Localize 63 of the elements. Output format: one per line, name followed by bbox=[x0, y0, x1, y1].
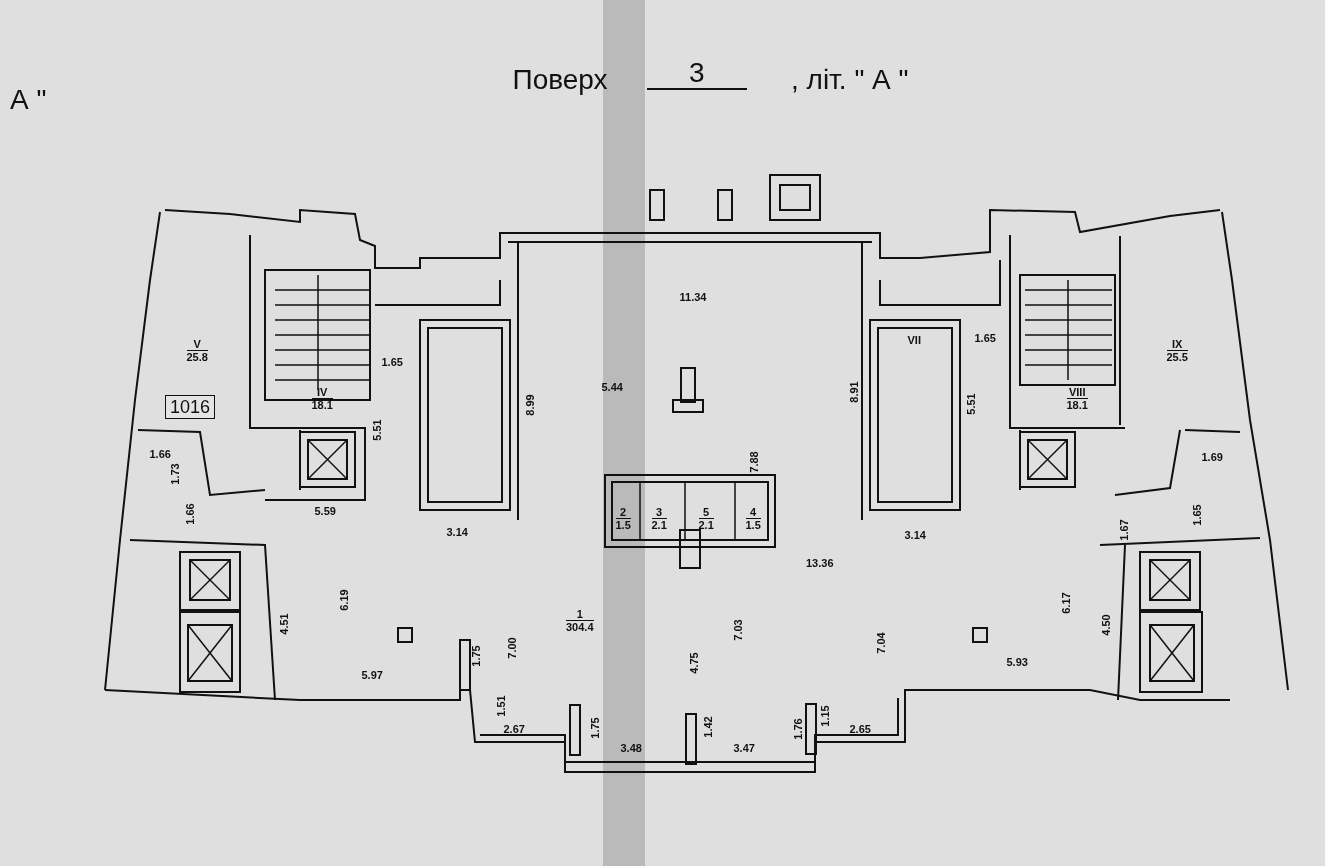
room-area: 18.1 bbox=[1066, 398, 1088, 411]
room-area: 25.8 bbox=[186, 350, 208, 363]
room-area: 1.5 bbox=[615, 518, 631, 531]
dimension-value: 1.65 bbox=[974, 332, 996, 344]
dimension-value: 1.69 bbox=[1201, 451, 1223, 463]
room-area: 1.5 bbox=[745, 518, 761, 531]
heading-text: Поверх bbox=[512, 64, 608, 96]
dimension-value: 1.76 bbox=[791, 718, 804, 740]
room-area: 2.1 bbox=[651, 518, 667, 531]
dimension-value: 8.99 bbox=[523, 394, 536, 416]
room-number: 5 bbox=[698, 505, 714, 519]
dimension-value: 5.51 bbox=[964, 393, 977, 415]
dimension-value: 1.42 bbox=[701, 716, 714, 738]
dimension-value: 1.75 bbox=[469, 645, 482, 667]
room-number: VII bbox=[907, 334, 921, 346]
room-number: IX bbox=[1166, 337, 1188, 351]
dimension-value: 1.75 bbox=[588, 717, 601, 739]
dimension-value: 3.47 bbox=[733, 742, 755, 754]
dimension-value: 5.44 bbox=[601, 381, 623, 393]
room-number: 4 bbox=[745, 505, 761, 519]
dimension-value: 2.67 bbox=[503, 723, 525, 735]
room-area: 2.1 bbox=[698, 518, 714, 531]
dimension-value: 11.34 bbox=[679, 291, 707, 303]
room-area: 25.5 bbox=[1166, 350, 1188, 363]
dimension-value: 7.03 bbox=[731, 619, 744, 641]
dimension-value: 1.66 bbox=[149, 448, 171, 460]
dimension-value: 2.65 bbox=[849, 723, 871, 735]
heading-text: А " bbox=[10, 84, 47, 116]
apartment-number-box: 1016 bbox=[165, 395, 216, 419]
dimension-value: 3.48 bbox=[620, 742, 642, 754]
dimension-value: 1.67 bbox=[1117, 519, 1130, 541]
dimension-value: 8.91 bbox=[847, 381, 860, 403]
dimension-value: 1.65 bbox=[1190, 504, 1203, 526]
dimension-value: 4.75 bbox=[687, 652, 700, 674]
dimension-value: 3.14 bbox=[446, 526, 468, 538]
dimension-value: 4.51 bbox=[277, 613, 290, 635]
dimension-value: 6.19 bbox=[337, 589, 350, 611]
dimension-value: 7.88 bbox=[747, 451, 760, 473]
dimension-value: 5.59 bbox=[314, 505, 336, 517]
dimension-value: 5.93 bbox=[1006, 656, 1028, 668]
room-area: 304.4 bbox=[566, 620, 594, 633]
room-number: IV bbox=[311, 385, 333, 399]
dimension-value: 3.14 bbox=[904, 529, 926, 541]
dimension-value: 7.00 bbox=[505, 637, 518, 659]
dimension-value: 7.04 bbox=[874, 632, 887, 654]
dimension-value: 5.51 bbox=[370, 419, 383, 441]
room-number: 2 bbox=[615, 505, 631, 519]
dimension-value: 13.36 bbox=[806, 557, 834, 569]
fill-in-line: 3 bbox=[647, 58, 747, 90]
room-number: 1 bbox=[566, 607, 594, 621]
room-number: 3 bbox=[651, 505, 667, 519]
dimension-value: 4.50 bbox=[1099, 614, 1112, 636]
room-area: 18.1 bbox=[311, 398, 333, 411]
dimension-value: 1.73 bbox=[168, 463, 181, 485]
dimension-value: 1.51 bbox=[494, 695, 507, 717]
room-number: VIII bbox=[1066, 385, 1088, 399]
heading-text: , літ. " А " bbox=[791, 64, 909, 96]
dimension-value: 6.17 bbox=[1059, 592, 1072, 614]
dimension-value: 1.66 bbox=[183, 503, 196, 525]
room-number: V bbox=[186, 337, 208, 351]
dimension-value: 1.65 bbox=[381, 356, 403, 368]
dimension-value: 1.15 bbox=[818, 705, 831, 727]
dimension-value: 5.97 bbox=[361, 669, 383, 681]
